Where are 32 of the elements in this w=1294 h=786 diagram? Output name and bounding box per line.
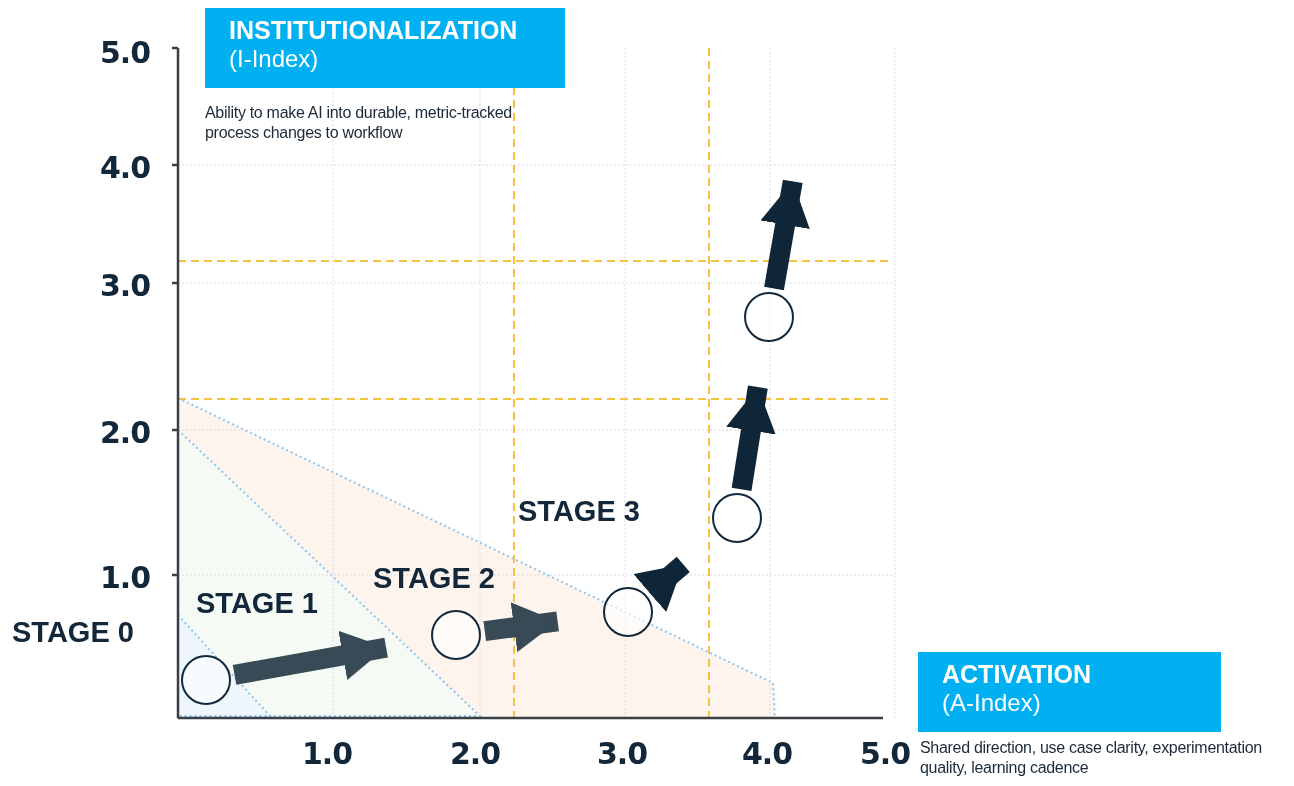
stage-circle [744,292,794,342]
arrow [483,602,559,652]
axis-tick-label: 3.0 [597,736,648,771]
axis-tick-label: 5.0 [100,35,151,70]
arrow [633,556,690,613]
stage-label: STAGE 1 [196,587,318,620]
axis-tick-label: 3.0 [100,268,151,303]
axis-title-box [918,652,1221,732]
axis-tick-label: 4.0 [742,736,793,771]
stage-label: STAGE 0 [12,616,134,649]
stage-label: STAGE 2 [373,562,495,595]
axis-tick-label: 2.0 [100,415,151,450]
stage-circle [431,610,481,660]
axis-tick-label: 1.0 [302,736,353,771]
axis-subtitle: (I-Index) [229,45,320,73]
axis-description: Shared direction, use case clarity, experimentation quality, learning cadence [920,738,1263,778]
axis-tick-label: 5.0 [860,736,911,771]
arrow [232,630,388,685]
arrow [760,179,810,291]
arrow [726,385,776,491]
axis-title-box [205,8,565,88]
axis-tick-label: 4.0 [100,150,151,185]
axis-tick-label: 1.0 [100,560,151,595]
stage-circle [712,493,762,543]
axis-tick-label: 2.0 [450,736,501,771]
axis-title: INSTITUTIONALIZATION [229,16,519,45]
axis-description: Ability to make AI into durable, metric-tracked process changes to workflow [205,103,513,143]
stage-circle [603,587,653,637]
axis-title: ACTIVATION [942,660,1093,689]
stage-circle [181,655,231,705]
axis-subtitle: (A-Index) [942,689,1042,717]
stage-label: STAGE 3 [518,495,640,528]
